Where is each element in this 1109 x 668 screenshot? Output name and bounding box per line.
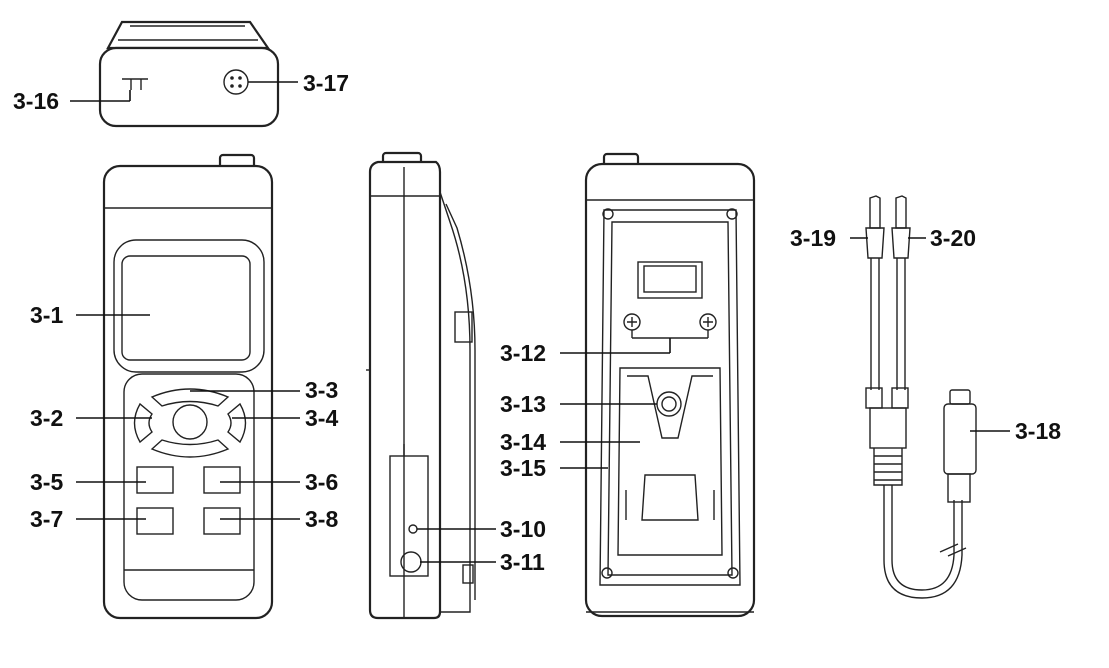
side-view	[366, 151, 476, 620]
label-3-15: 3-15	[500, 455, 546, 481]
label-3-1: 3-1	[30, 302, 63, 328]
label-3-5: 3-5	[30, 469, 63, 495]
socket-3-16-icon	[122, 78, 148, 90]
label-3-7: 3-7	[30, 506, 63, 532]
label-3-20: 3-20	[930, 225, 976, 251]
label-3-18: 3-18	[1015, 418, 1061, 444]
label-3-13: 3-13	[500, 391, 546, 417]
back-view	[584, 152, 756, 618]
label-3-6: 3-6	[305, 469, 338, 495]
label-3-14: 3-14	[500, 429, 546, 455]
label-3-8: 3-8	[305, 506, 338, 532]
label-3-12: 3-12	[500, 340, 546, 366]
probe-cable	[865, 195, 977, 599]
label-3-3: 3-3	[305, 377, 338, 403]
leader-lines	[70, 81, 1010, 563]
part-labels: 3-16 3-17 3-1 3-2 3-3 3-4 3-5 3-6 3-7 3-…	[13, 70, 1061, 575]
label-3-4: 3-4	[305, 405, 338, 431]
top-view	[98, 20, 280, 128]
front-view	[102, 153, 274, 620]
label-3-17: 3-17	[303, 70, 349, 96]
label-3-19: 3-19	[790, 225, 836, 251]
label-3-10: 3-10	[500, 516, 546, 542]
label-3-16: 3-16	[13, 88, 59, 114]
label-3-2: 3-2	[30, 405, 63, 431]
label-3-11: 3-11	[500, 549, 545, 575]
